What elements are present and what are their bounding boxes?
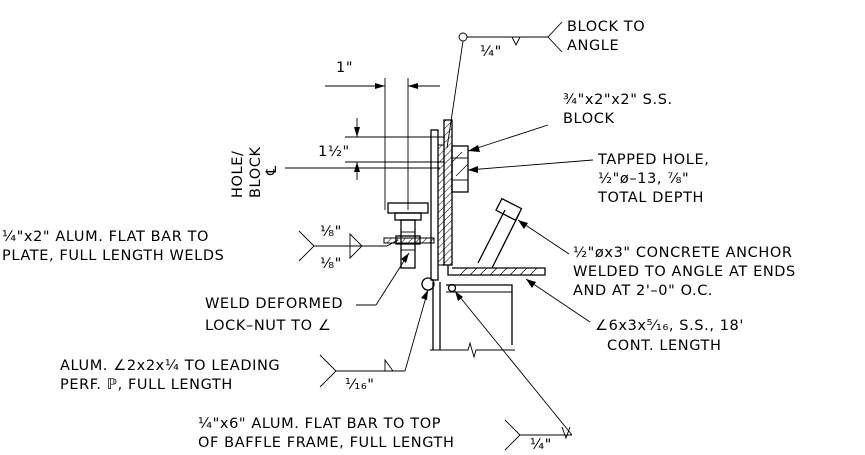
block-to-angle-line2: ANGLE (567, 38, 619, 54)
aluminum-flat-bar-plate (430, 129, 445, 281)
callout-block-to-angle: ¼" BLOCK TO ANGLE (446, 19, 645, 149)
lock-nut-weld (421, 277, 457, 293)
callout-tapped-hole: TAPPED HOLE, ½"ø–13, ⅞" TOTAL DEPTH (467, 152, 709, 206)
ss-angle-horizontal-leg (447, 265, 546, 276)
dimension-one-and-half-inch: 1½" (318, 118, 445, 180)
callout-ss-angle: ∠6x3x⁵⁄₁₆, S.S., 18' CONT. LENGTH (525, 278, 744, 354)
ss-block-line1: ¾"x2"x2" S.S. (563, 92, 673, 108)
horizontal-flat-bar (383, 237, 435, 244)
weld-size-flat-bar-top: ⅛" (320, 224, 342, 240)
weld-size-baffle: ¼" (530, 437, 552, 453)
tapped-hole-line3: TOTAL DEPTH (597, 190, 704, 206)
ss-block-line2: BLOCK (563, 111, 615, 127)
callout-alum-angle: ¹⁄₁₆" ALUM. ∠2x2x¼ TO LEADING PERF. ℙ, F… (60, 289, 429, 393)
callout-flat-bar-to-plate: ⅛" ⅛" ¼"x2" ALUM. FLAT BAR TO PLATE, FUL… (2, 224, 399, 272)
concrete-anchor-line2: WELDED TO ANGLE AT ENDS (573, 264, 796, 280)
bolt-and-nut (387, 202, 429, 269)
concrete-anchor (477, 197, 523, 269)
baffle-flat-bar-line2: OF BAFFLE FRAME, FULL LENGTH (198, 435, 454, 451)
ss-angle-line2: CONT. LENGTH (607, 338, 722, 354)
tapped-hole-line2: ½"ø–13, ⅞" (598, 171, 689, 187)
hole-block-centerline: HOLE/ BLOCK ℄ (230, 146, 440, 198)
flat-bar-to-plate-line2: PLATE, FULL LENGTH WELDS (2, 248, 224, 264)
alum-angle-line1: ALUM. ∠2x2x¼ TO LEADING (60, 358, 280, 374)
ss-block (451, 145, 469, 193)
weld-size-block-to-angle: ¼" (480, 44, 502, 60)
callout-ss-block: ¾"x2"x2" S.S. BLOCK (467, 92, 673, 152)
weld-lock-nut-line2: LOCK–NUT TO ∠ (205, 318, 331, 334)
dimension-one-inch: 1" (325, 60, 440, 210)
dimension-one-and-half-text: 1½" (318, 144, 350, 160)
centerline-label-line2: BLOCK (248, 146, 264, 198)
weld-size-alum-angle: ¹⁄₁₆" (345, 377, 375, 393)
tapped-hole-line1: TAPPED HOLE, (597, 152, 709, 168)
dimension-one-inch-text: 1" (336, 60, 353, 76)
callout-concrete-anchor: ½"øx3" CONCRETE ANCHOR WELDED TO ANGLE A… (517, 219, 796, 299)
centerline-symbol: ℄ (264, 165, 280, 176)
alum-angle-line2: PERF. ℙ, FULL LENGTH (60, 377, 233, 393)
ss-angle-line1: ∠6x3x⁵⁄₁₆, S.S., 18' (595, 318, 744, 334)
flat-bar-to-plate-line1: ¼"x2" ALUM. FLAT BAR TO (2, 229, 209, 245)
weld-size-flat-bar-bottom: ⅛" (320, 256, 342, 272)
concrete-anchor-line3: AND AT 2'–0" O.C. (573, 283, 713, 299)
baffle-flat-bar-line1: ¼"x6" ALUM. FLAT BAR TO TOP (198, 416, 441, 432)
baffle-frame (430, 282, 515, 359)
concrete-anchor-line1: ½"øx3" CONCRETE ANCHOR (573, 245, 793, 261)
callout-weld-lock-nut: WELD DEFORMED LOCK–NUT TO ∠ (205, 252, 410, 334)
centerline-label-line1: HOLE/ (230, 151, 246, 198)
callout-baffle-flat-bar: ¼" ¼"x6" ALUM. FLAT BAR TO TOP OF BAFFLE… (198, 290, 573, 453)
weld-lock-nut-line1: WELD DEFORMED (205, 296, 343, 312)
block-to-angle-line1: BLOCK TO (567, 19, 645, 35)
